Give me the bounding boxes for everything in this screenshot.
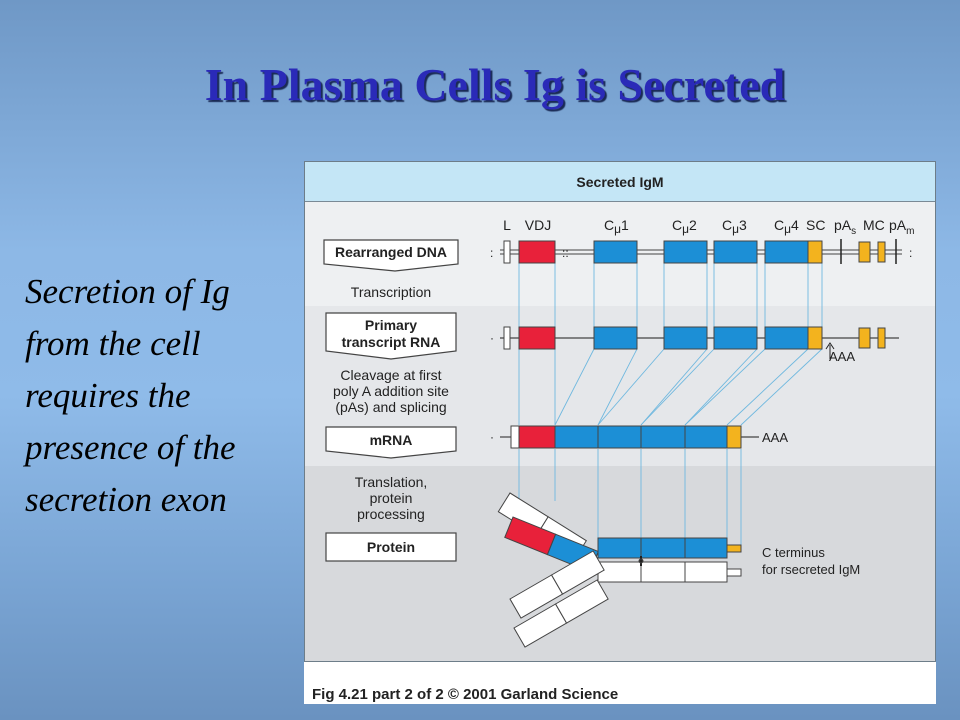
- slide-body-text: Secretion of Ig from the cell requires t…: [25, 266, 305, 526]
- dna-sc-exon: [807, 240, 823, 264]
- stage-box-protein: Protein: [325, 532, 457, 562]
- body-line: requires the: [25, 376, 191, 415]
- step-translation: processing: [357, 506, 425, 522]
- label-mc: MC: [863, 217, 885, 233]
- dna-row: : : ::: [490, 239, 912, 264]
- slide-title: In Plasma Cells Ig is Secreted: [204, 59, 786, 110]
- secreted-igm-diagram: Secreted IgM Rearranged DNA Transcriptio…: [304, 161, 936, 704]
- rna-cmu3-exon: [713, 326, 758, 350]
- step-translation: protein: [370, 490, 413, 506]
- figure-header-text: Secreted IgM: [576, 174, 663, 190]
- stage-label: Primary: [365, 317, 417, 333]
- mrna-cmu3-exon: [640, 425, 686, 449]
- gene-labels: L VDJ Cμ1 Cμ2 Cμ3 Cμ4 SC pAs MC pAm: [503, 217, 914, 237]
- step-cleavage: Cleavage at first: [340, 367, 441, 383]
- label-vdj: VDJ: [525, 217, 551, 233]
- body-line: Secretion of Ig: [25, 272, 230, 311]
- stage-label: transcript RNA: [342, 334, 441, 350]
- rna-vdj-exon: [518, 326, 556, 350]
- dna-cmu2-exon: [663, 240, 708, 264]
- splice-connector-lines: [518, 262, 823, 547]
- dna-mc-exon1: [858, 241, 871, 263]
- label-cmu4: Cμ4: [774, 217, 799, 236]
- svg-text:·: ·: [490, 331, 494, 345]
- dna-cmu4-exon: [764, 240, 809, 264]
- primary-rna-aaa: AAA: [829, 349, 855, 364]
- figure-border: [304, 161, 936, 662]
- step-translation: Translation,: [355, 474, 428, 490]
- body-line: presence of the: [25, 428, 236, 467]
- stage-label: Rearranged DNA: [335, 244, 447, 260]
- caption-bar: [304, 672, 936, 704]
- primary-rna-row: · AAA: [490, 326, 899, 364]
- rna-cmu2-exon: [663, 326, 708, 350]
- step-cleavage: (pAs) and splicing: [335, 399, 446, 415]
- svg-text:·: ·: [490, 430, 494, 444]
- rna-sc-exon: [807, 326, 823, 350]
- stage-box-mrna: mRNA: [325, 426, 457, 459]
- figure-header-bar: [304, 161, 936, 202]
- igm-protein: [497, 492, 742, 648]
- mrna-row: · AAA: [490, 425, 788, 449]
- rna-cmu4-exon: [764, 326, 809, 350]
- label-sc: SC: [806, 217, 825, 233]
- c-terminus-label: for rsecreted IgM: [762, 562, 860, 577]
- label-pas: pAs: [834, 217, 856, 237]
- label-cmu1: Cμ1: [604, 217, 629, 236]
- figure-caption: Fig 4.21 part 2 of 2 © 2001 Garland Scie…: [312, 686, 618, 703]
- mrna-cmu1-exon: [554, 425, 599, 449]
- svg-text::: :: [490, 246, 493, 260]
- mrna-vdj-exon: [518, 425, 556, 449]
- stage-box-rearranged-dna: Rearranged DNA: [323, 239, 459, 272]
- stage-box-primary-rna: Primary transcript RNA: [325, 312, 457, 360]
- label-l: L: [503, 217, 511, 233]
- mrna-cmu2-exon: [597, 425, 642, 449]
- mrna-aaa: AAA: [762, 430, 788, 445]
- mrna-sc-exon: [726, 425, 742, 449]
- label-cmu2: Cμ2: [672, 217, 697, 236]
- body-line: secretion exon: [25, 480, 227, 519]
- stage-label: Protein: [367, 539, 415, 555]
- step-transcription: Transcription: [351, 284, 431, 300]
- secretory-tail: [726, 544, 742, 553]
- svg-text:::: ::: [562, 246, 569, 260]
- dna-cmu3-exon: [713, 240, 758, 264]
- svg-text::: :: [909, 246, 912, 260]
- dna-cmu1-exon: [593, 240, 638, 264]
- c-terminus-label: C terminus: [762, 545, 825, 560]
- dna-vdj-exon: [518, 240, 556, 264]
- cleavage-arrow-icon: [825, 342, 835, 359]
- dna-mc-exon2: [877, 241, 886, 263]
- stage-label: mRNA: [370, 432, 413, 448]
- label-cmu3: Cμ3: [722, 217, 747, 236]
- label-pam: pAm: [889, 217, 914, 237]
- body-line: from the cell: [25, 324, 201, 363]
- rna-cmu1-exon: [593, 326, 638, 350]
- heavy-chain-c2: [597, 537, 642, 559]
- mrna-cmu4-exon: [684, 425, 728, 449]
- heavy-chain-c3: [640, 537, 686, 559]
- step-cleavage: poly A addition site: [333, 383, 449, 399]
- heavy-chain-c4: [684, 537, 728, 559]
